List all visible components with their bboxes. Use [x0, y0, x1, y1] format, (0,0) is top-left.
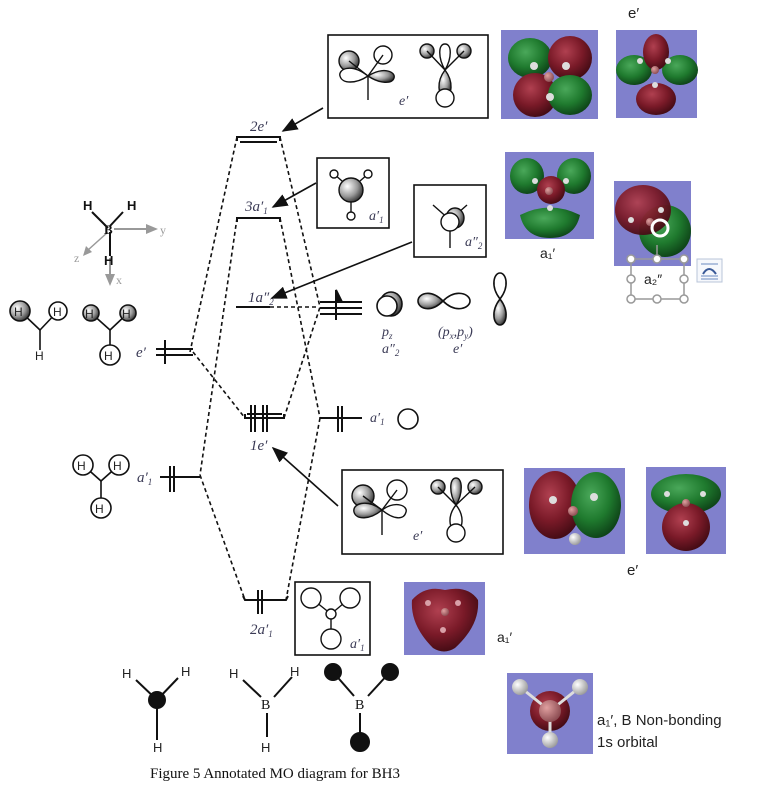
arrow-1a2: [270, 241, 413, 299]
label-1e: 1e′: [250, 438, 268, 454]
render-label-e-bottom: e′: [627, 562, 638, 579]
arrow-1e: [271, 446, 339, 507]
axis-y-label: y: [160, 223, 166, 237]
label-2a1: 2a′1: [250, 622, 273, 639]
render-2e-a[interactable]: [501, 30, 598, 119]
render-label-a2-mid: a₂″: [644, 271, 662, 287]
label-1a2: 1a″2: [248, 290, 274, 307]
h-label: H: [53, 305, 62, 319]
axis-h: H: [83, 198, 92, 213]
h-label: H: [85, 307, 94, 321]
axis-x-label: x: [116, 273, 122, 287]
selection-handles[interactable]: [626, 245, 689, 304]
b-label: B: [261, 698, 270, 713]
h-label: H: [122, 307, 131, 321]
mo-level-1e: [244, 405, 285, 432]
h-label: H: [14, 305, 23, 319]
layout-options-icon[interactable]: [696, 258, 723, 283]
render-1a2[interactable]: [614, 181, 691, 266]
axis-h: H: [127, 198, 136, 213]
box-1a2-label: a″2: [465, 235, 483, 251]
py-orbital: [493, 272, 507, 326]
h-label: H: [95, 502, 104, 516]
render-label-nonbonding-1: a₁′, B Non-bonding: [597, 712, 722, 729]
pz-orbital: [376, 291, 403, 317]
mo-level-2e: [236, 136, 281, 143]
label-pz: pz: [381, 325, 393, 341]
label-3a1: 3a′1: [244, 199, 268, 216]
box-1e-label: e′: [413, 529, 423, 544]
h-label: H: [113, 459, 122, 473]
label-pxy-sym: e′: [453, 342, 463, 357]
axis-z-label: z: [74, 251, 79, 265]
box-2e: [327, 34, 489, 119]
box-3a1: [316, 157, 390, 229]
arrow-3a1: [271, 182, 317, 208]
axis-diagram: [83, 211, 158, 286]
render-1e-b[interactable]: [646, 467, 726, 554]
mo-level-2a1: [242, 590, 289, 614]
box-2a1: [294, 581, 371, 656]
box-2e-label: e′: [399, 94, 409, 109]
figure-caption: Figure 5 Annotated MO diagram for BH3: [150, 766, 400, 782]
b-label: B: [355, 698, 364, 713]
structure-bh3-lobes: [324, 663, 399, 752]
label-b-a1: a′1: [370, 411, 385, 427]
mo-level-3a1: [236, 217, 281, 222]
h-label: H: [181, 664, 190, 679]
render-1a1-nonbonding[interactable]: [507, 673, 593, 754]
arrow-2e: [281, 107, 324, 132]
box-1e: [341, 469, 504, 555]
label-h3-e: e′: [136, 345, 147, 361]
h-label: H: [77, 459, 86, 473]
s-orbital: [397, 408, 419, 430]
salc-a1: [72, 454, 130, 519]
box-3a1-label: a′1: [369, 209, 384, 225]
axis-b: B: [104, 222, 113, 237]
b-2s-level: [320, 406, 362, 432]
salc-e-1: [9, 300, 68, 350]
render-label-a1-mid: a₁′: [540, 245, 556, 261]
render-3a1[interactable]: [505, 152, 594, 239]
structure-h3-dot: [135, 677, 179, 740]
label-h3-a1: a′1: [137, 470, 152, 487]
label-pxy: (px,py): [438, 325, 473, 341]
render-1e-a[interactable]: [524, 468, 625, 554]
h-label: H: [290, 664, 299, 679]
box-2a1-label: a′1: [350, 637, 365, 653]
h3-e-level: [156, 340, 193, 364]
render-label-a1-bottom: a₁′: [497, 629, 513, 645]
h-label: H: [104, 349, 113, 363]
render-label-top-e: e′: [628, 5, 639, 22]
correlation-lines: [189, 136, 321, 601]
render-2a1[interactable]: [404, 582, 485, 655]
h3-a1-level: [160, 466, 200, 492]
h-label: H: [153, 740, 162, 755]
salc-e-2: [82, 304, 137, 366]
b-2p-level: [320, 289, 362, 320]
h-label: H: [35, 349, 44, 363]
render-2e-b[interactable]: [616, 30, 698, 118]
render-label-nonbonding-2: 1s orbital: [597, 734, 658, 751]
h-label: H: [122, 666, 131, 681]
box-1a2: [413, 184, 487, 258]
axis-h: H: [104, 253, 113, 268]
px-orbital: [417, 292, 471, 310]
label-pz-sym: a″2: [382, 342, 400, 358]
h-label: H: [229, 666, 238, 681]
h-label: H: [261, 740, 270, 755]
label-2e: 2e′: [250, 119, 268, 135]
structure-bh3: [242, 676, 293, 737]
